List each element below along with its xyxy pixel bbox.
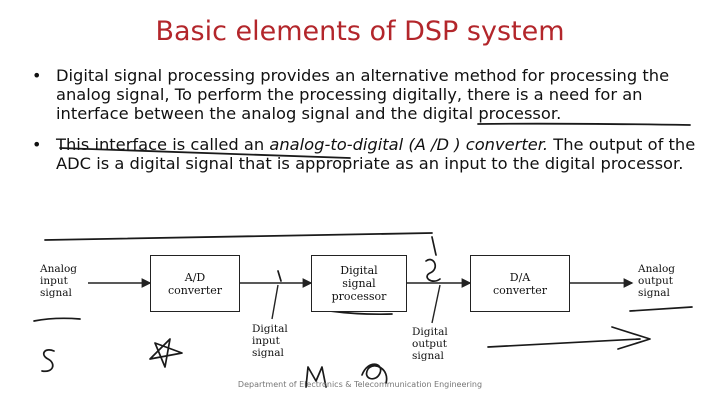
label-digital-input: Digital input signal: [252, 323, 288, 359]
pen-star-doodle: [149, 338, 183, 368]
pen-underline-output: [629, 306, 693, 312]
pen-output-arrow: [487, 326, 651, 350]
pen-underline-input: [33, 317, 81, 322]
dsp-block: Digital signal processor: [311, 255, 407, 312]
bullet-item-1: • Digital signal processing provides an …: [32, 66, 702, 123]
pen-squiggle: [361, 363, 388, 384]
label-analog-input: Analog input signal: [40, 263, 78, 299]
pen-letter-s: [41, 349, 55, 373]
label-digital-output: Digital output signal: [412, 326, 448, 362]
diagram-lines: [33, 236, 693, 388]
bullet-text-1: Digital signal processing provides an al…: [56, 66, 670, 123]
adc-block: A/D converter: [150, 255, 240, 312]
pointer-digital-output: [431, 284, 441, 324]
pen-line-above-diagram: [44, 232, 433, 241]
pen-underline-signal: [59, 147, 351, 159]
dsp-block-diagram: A/D converter Digital signal processor D…: [0, 235, 720, 404]
pen-underline-between: [477, 122, 691, 126]
bullet-text-2-b: The output of the ADC is a digital signa…: [56, 135, 696, 173]
bullet-text-2-italic: analog-to-digital (A /D ) converter.: [269, 135, 549, 154]
footer-department: Department of Electronics & Telecommunic…: [237, 380, 483, 389]
pen-mark-near-dsp-out: [425, 258, 441, 282]
pen-vertical-line: [431, 236, 437, 256]
bullet-list: • Digital signal processing provides an …: [32, 66, 702, 173]
pen-letter-m: [305, 366, 327, 388]
bullet-dot: •: [32, 135, 42, 154]
dac-block: D/A converter: [470, 255, 570, 312]
slide-title: Basic elements of DSP system: [155, 16, 565, 47]
pen-tick-digital-input: [277, 270, 282, 282]
bullet-dot: •: [32, 66, 42, 85]
pointer-digital-input: [271, 284, 279, 320]
label-analog-output: Analog output signal: [638, 263, 676, 299]
